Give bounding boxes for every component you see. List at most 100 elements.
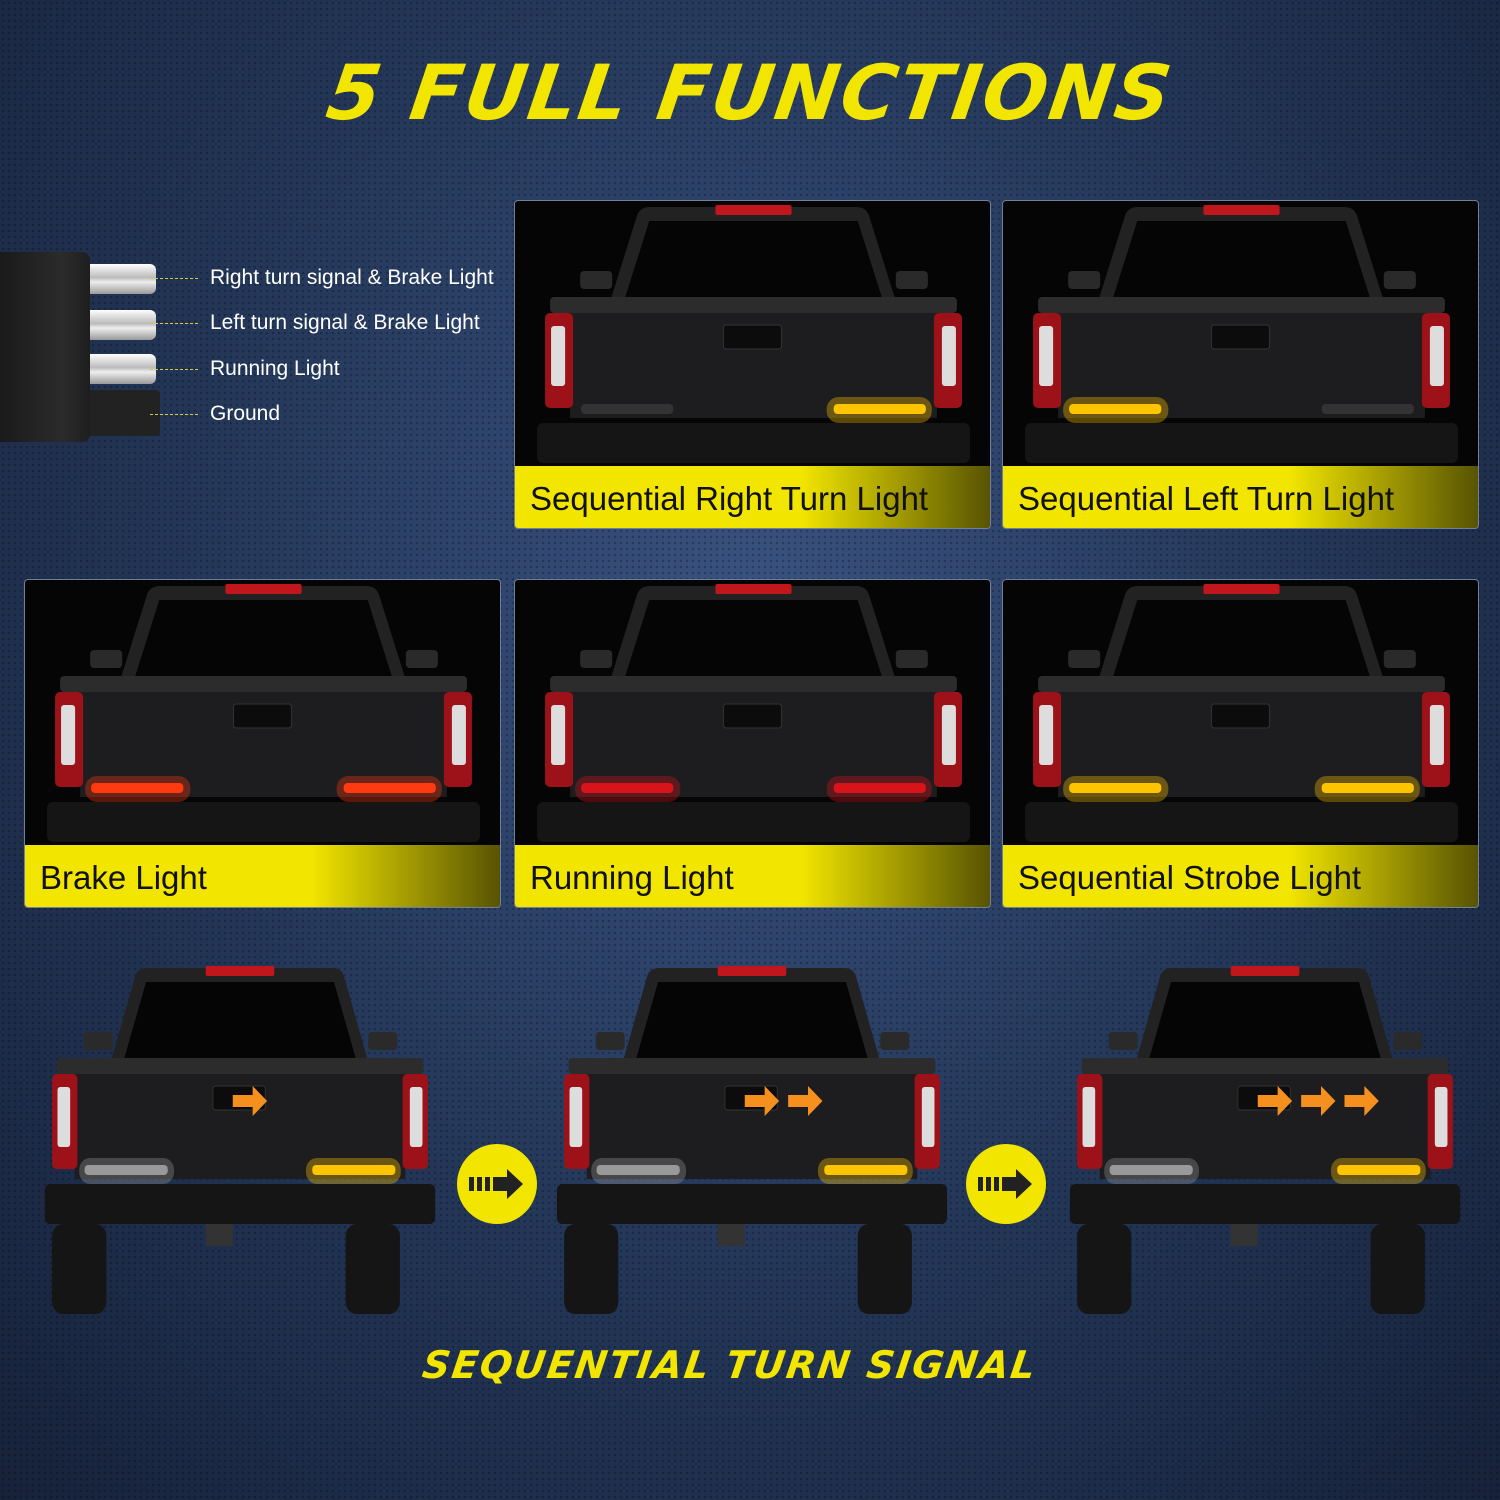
turn-arrow-icon [788,1086,823,1116]
page-title: 5 FULL FUNCTIONS [321,48,1179,137]
hitch [205,1224,233,1246]
wheel [857,1224,912,1314]
function-panel: Running Light [514,579,991,908]
right-light-bar [343,783,436,793]
wheel [1370,1224,1425,1314]
turn-arrow-icon [232,1086,268,1116]
bumper [556,1184,948,1224]
left-light-bar [1069,404,1162,414]
rear-window [1113,221,1370,297]
right-light-bar [1337,1165,1421,1175]
third-brake-light [1203,584,1280,594]
bumper [537,802,970,842]
mirror [405,650,438,668]
pin-label: Right turn signal & Brake Light [210,266,494,289]
pin-2 [90,310,156,340]
pin-label-row: Running Light [150,357,340,381]
bed-rail [1038,297,1445,313]
next-step-arrow-icon [457,1144,537,1224]
mirror [895,650,928,668]
bed-rail [1081,1058,1449,1074]
wheel [52,1224,107,1314]
ground-pin [90,390,160,436]
mirror [1383,650,1416,668]
third-brake-light [715,205,792,215]
bumper [44,1184,436,1224]
third-brake-light [225,584,302,594]
mirror [1383,271,1416,289]
third-brake-light [717,966,787,976]
left-light-bar [1109,1165,1193,1175]
function-label: Brake Light [25,845,500,907]
wheel [345,1224,400,1314]
connector-body [0,252,90,442]
mirror [83,1032,113,1050]
mirror [895,271,928,289]
sequence-truck-1 [25,962,455,1322]
mirror [1393,1032,1423,1050]
hitch [717,1224,745,1246]
pin-3 [90,354,156,384]
pin-label-row: Ground [150,402,280,426]
left-light-bar [596,1165,680,1175]
function-panel: Sequential Left Turn Light [1002,200,1479,529]
hitch [1230,1224,1258,1246]
tailgate-handle [1210,324,1271,350]
bed-rail [60,676,467,692]
pin-label: Ground [210,402,281,425]
wheel [564,1224,619,1314]
bed-rail [56,1058,424,1074]
rear-window [625,600,882,676]
mirror [1068,271,1101,289]
right-light-bar [833,404,926,414]
sequence-truck-3 [1050,962,1480,1322]
rear-window [625,221,882,297]
rear-window [636,982,868,1058]
next-step-arrow-icon [966,1144,1046,1224]
third-brake-light [715,584,792,594]
function-label: Sequential Right Turn Light [515,466,990,528]
mirror [368,1032,398,1050]
mirror [1068,650,1101,668]
bed-rail [1038,676,1445,692]
mirror [90,650,123,668]
tailgate-handle [722,324,783,350]
left-light-bar [1069,783,1162,793]
turn-arrow-icon [1257,1086,1293,1116]
right-light-bar [824,1165,908,1175]
pin-1 [90,264,156,294]
function-panel: Sequential Right Turn Light [514,200,991,529]
bed-rail [550,676,957,692]
left-light-bar [91,783,184,793]
function-panel: Sequential Strobe Light [1002,579,1479,908]
function-label: Running Light [515,845,990,907]
mirror [595,1032,625,1050]
mirror [880,1032,910,1050]
turn-arrow-icon [1344,1086,1379,1116]
function-label: Sequential Left Turn Light [1003,466,1478,528]
rear-window [1113,600,1370,676]
bumper [1025,802,1458,842]
third-brake-light [205,966,275,976]
tailgate-handle [232,703,293,729]
bumper [537,423,970,463]
left-light-bar [84,1165,168,1175]
right-light-bar [833,783,926,793]
rear-window [135,600,392,676]
pin-label: Left turn signal & Brake Light [210,311,480,334]
rear-window [1149,982,1381,1058]
third-brake-light [1230,966,1300,976]
bumper [1069,1184,1461,1224]
tailgate-handle [722,703,783,729]
bed-rail [568,1058,936,1074]
mirror [1108,1032,1138,1050]
left-light-bar [581,783,674,793]
bumper [1025,423,1458,463]
mirror [580,650,613,668]
turn-arrow-icon [1301,1086,1336,1116]
right-light-bar [312,1165,396,1175]
pin-label-row: Right turn signal & Brake Light [150,266,494,290]
mirror [580,271,613,289]
turn-arrow-icon [744,1086,780,1116]
right-light-bar [1321,404,1414,414]
